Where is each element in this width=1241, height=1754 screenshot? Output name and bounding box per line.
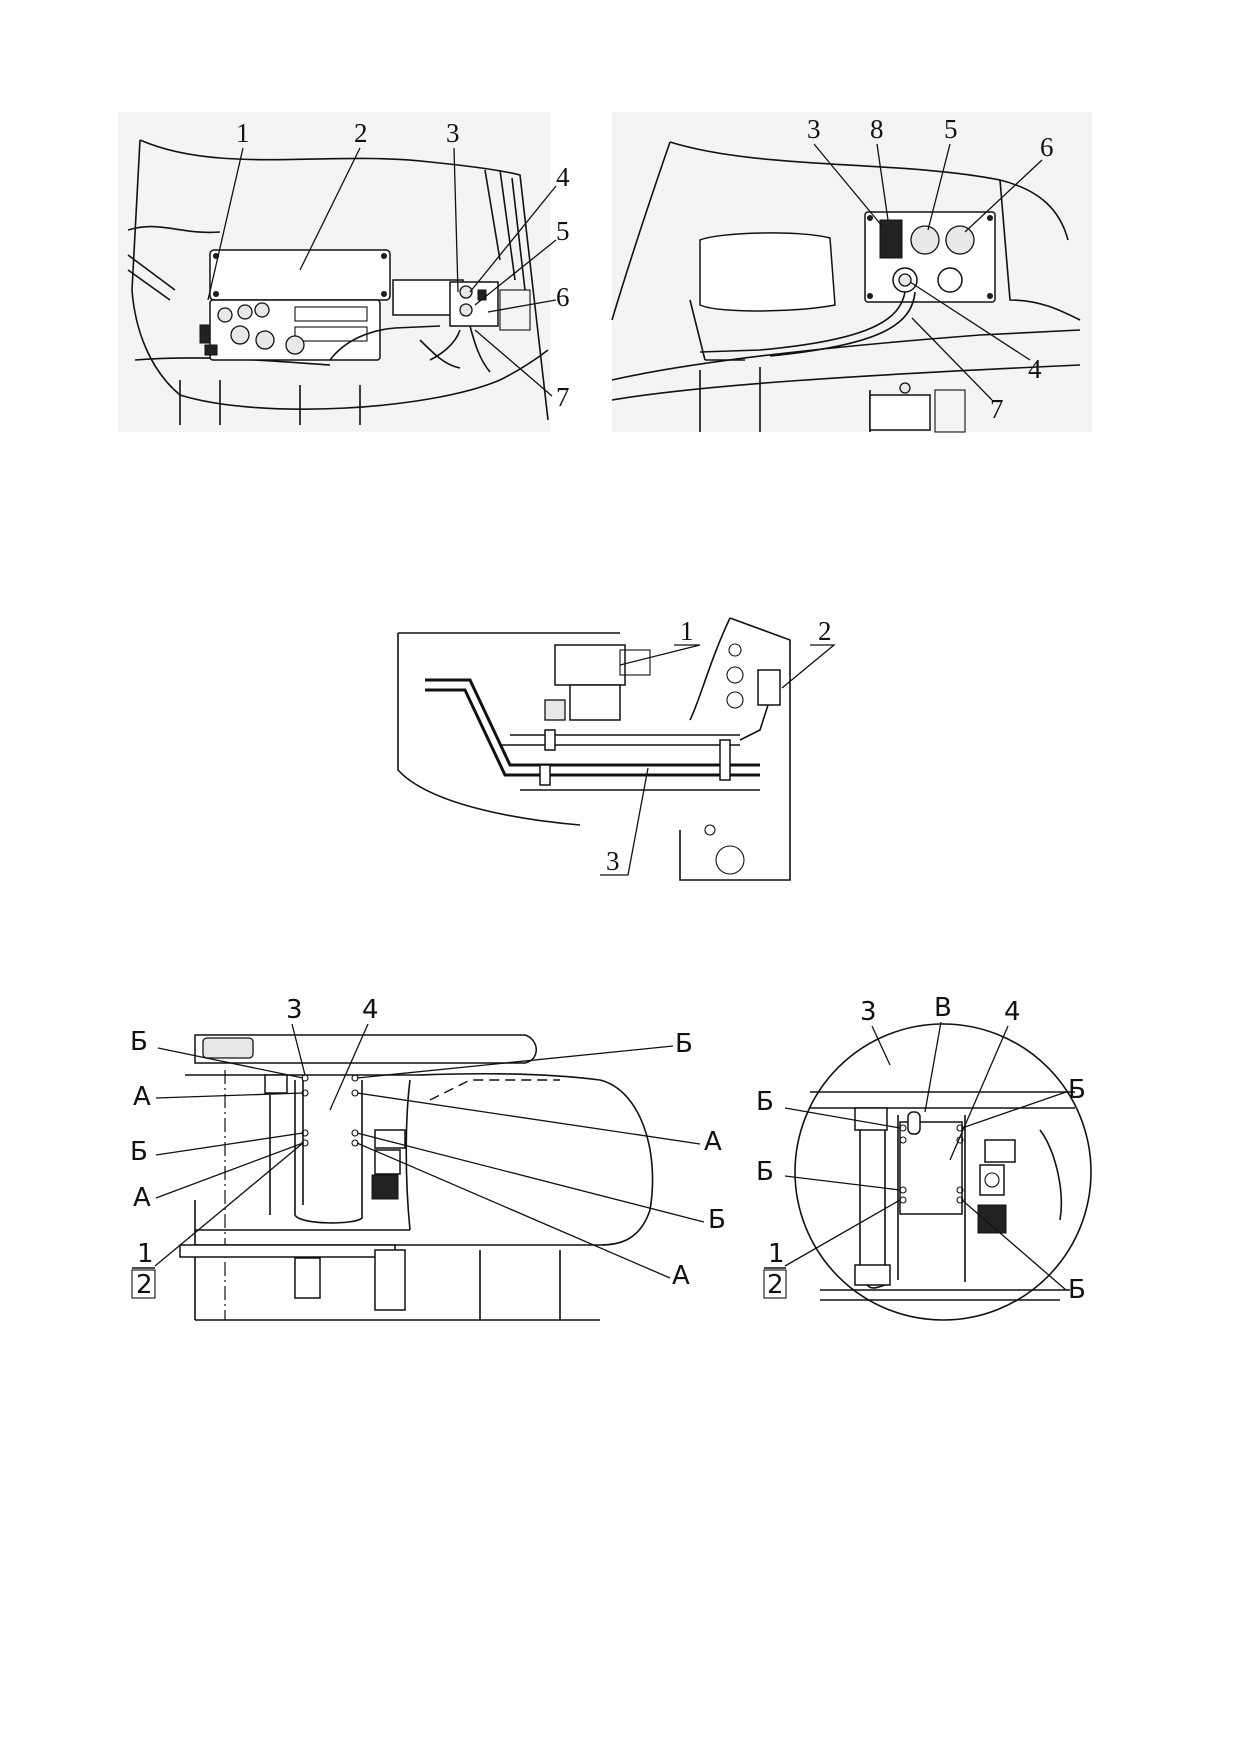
letter-A-left-2: А (133, 1183, 151, 1213)
callout-1: 1 (680, 616, 694, 646)
letter-B-left-2: Б (130, 1137, 148, 1167)
fraction-numerator: 1 (137, 1239, 154, 1269)
letter-A-right-1: А (704, 1127, 722, 1157)
callout-2: 2 (354, 118, 368, 148)
callout-4: 4 (1004, 997, 1021, 1027)
letter-A-right-2: А (672, 1261, 690, 1291)
figure-top-left: 1 2 3 4 5 6 7 (118, 112, 570, 432)
callout-4: 4 (1028, 354, 1042, 384)
fraction-denominator: 2 (767, 1270, 784, 1300)
letter-B-right-1: Б (1068, 1075, 1086, 1105)
figure-bottom-left: Б А Б А Б А Б А 3 4 1 2 (130, 995, 726, 1321)
callout-3: 3 (606, 846, 620, 876)
callout-5: 5 (556, 216, 570, 246)
callout-7: 7 (556, 382, 570, 412)
callout-6: 6 (556, 282, 570, 312)
letter-B-left-2: Б (756, 1157, 774, 1187)
callout-3: 3 (807, 114, 821, 144)
callout-7: 7 (990, 394, 1004, 424)
callout-1: 1 (236, 118, 250, 148)
figure-top-right: 3 8 5 6 4 7 (611, 112, 1092, 433)
figure-bottom-right: 3 В 4 Б Б Б Б 1 2 (756, 993, 1092, 1321)
letter-B-right-2: Б (1068, 1275, 1086, 1305)
callout-4: 4 (362, 995, 379, 1025)
callout-4: 4 (556, 162, 570, 192)
figure-middle: 1 2 3 (397, 616, 836, 881)
callout-3: 3 (860, 997, 877, 1027)
letter-B-left-1: Б (130, 1027, 148, 1057)
callout-5: 5 (944, 114, 958, 144)
letter-B-left-1: Б (756, 1087, 774, 1117)
fraction-denominator: 2 (136, 1270, 153, 1300)
letter-B-right-1: Б (675, 1029, 693, 1059)
letter-B-right-2: Б (708, 1205, 726, 1235)
letter-A-left-1: А (133, 1082, 151, 1112)
detail-circle (794, 1023, 1092, 1321)
callout-V: В (934, 993, 952, 1023)
callout-2: 2 (818, 616, 832, 646)
callout-3: 3 (446, 118, 460, 148)
callout-3: 3 (286, 995, 303, 1025)
mount-points-left (301, 1074, 359, 1147)
fraction-numerator: 1 (768, 1239, 785, 1269)
callout-8: 8 (870, 114, 884, 144)
callout-6: 6 (1040, 132, 1054, 162)
